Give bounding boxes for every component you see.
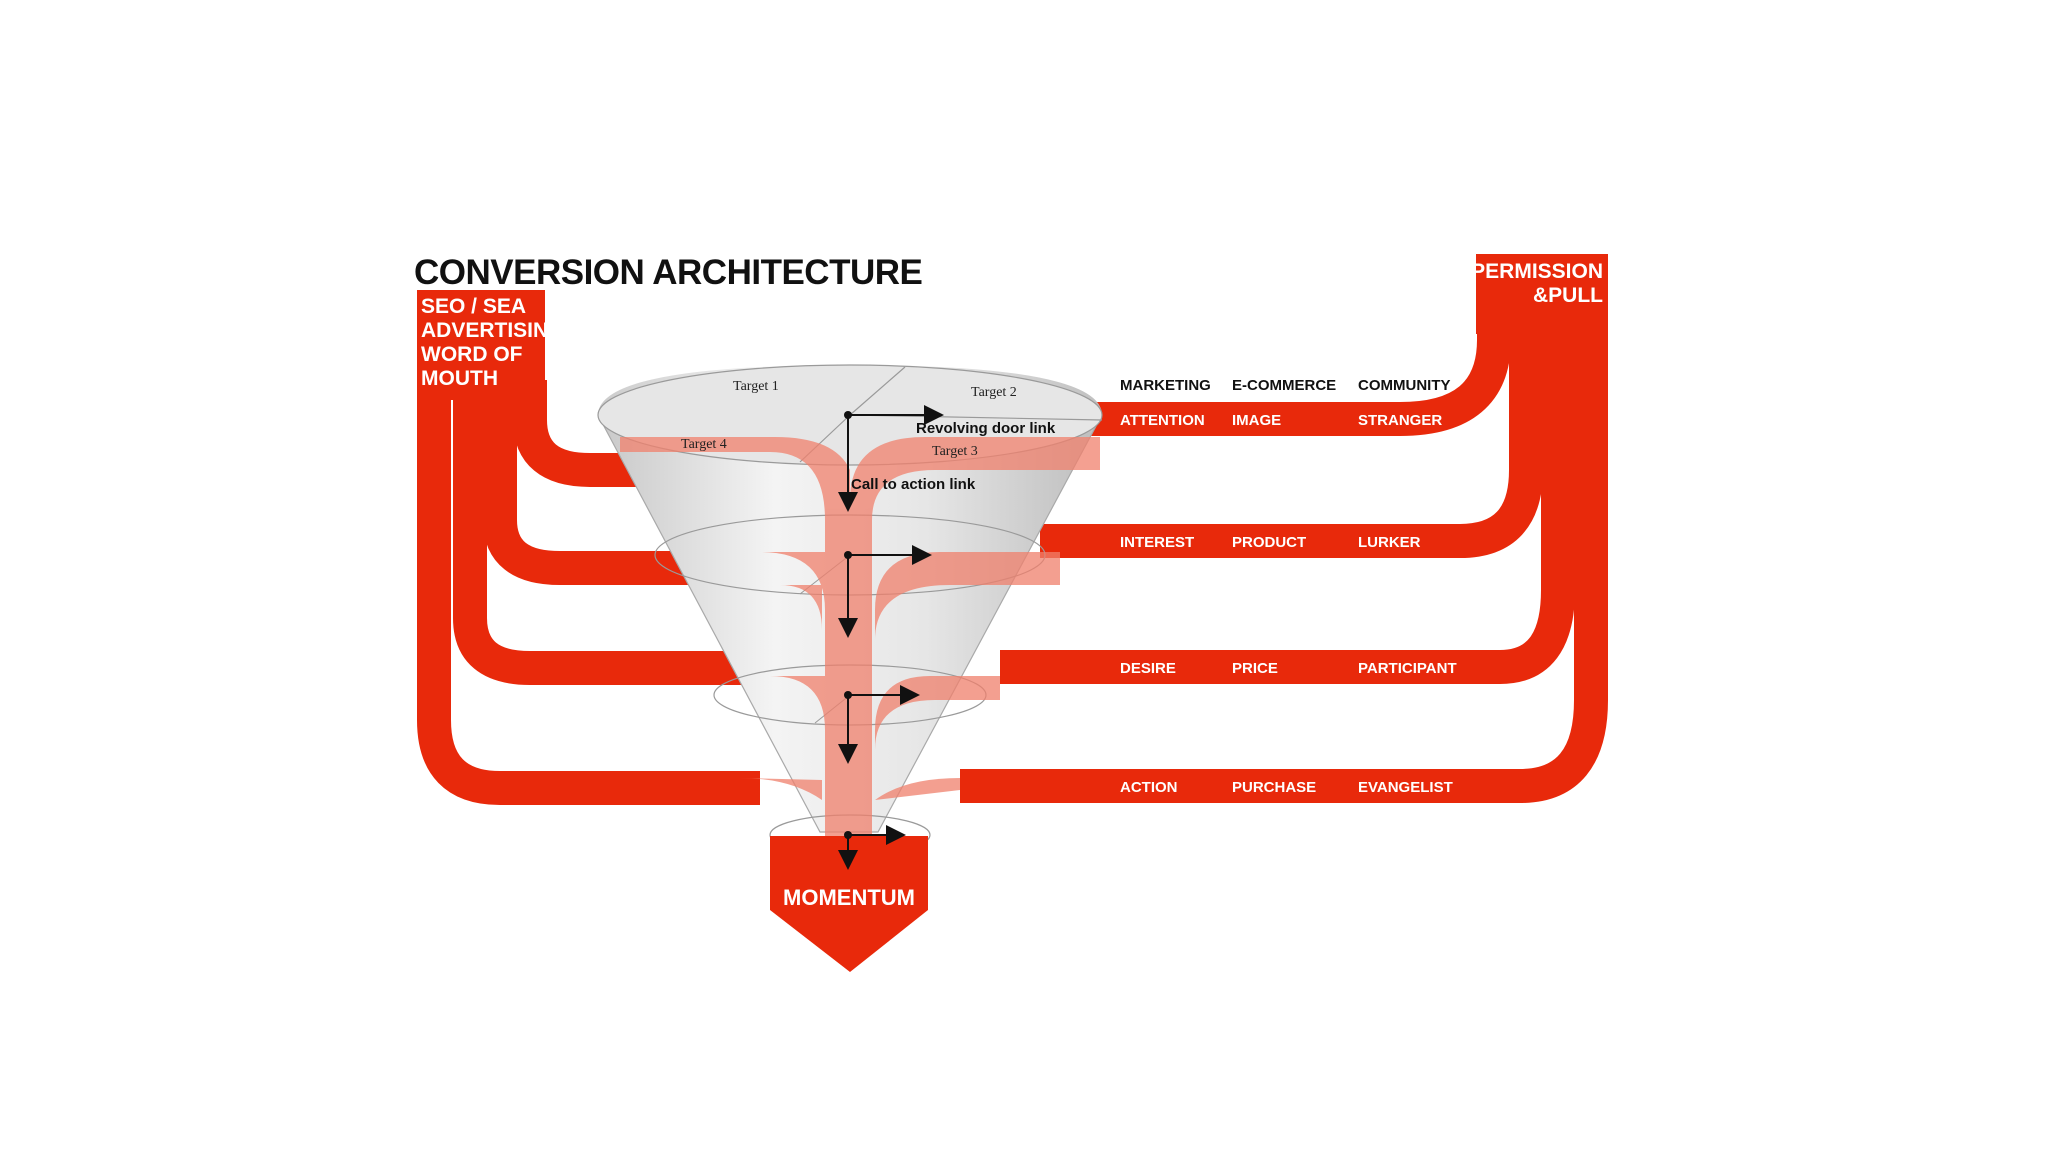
svg-text:MOUTH: MOUTH	[421, 367, 498, 390]
svg-text:SEO / SEA: SEO / SEA	[421, 295, 526, 318]
revolving-door-label: Revolving door link	[916, 420, 1056, 437]
target-1: Target 1	[733, 379, 779, 394]
left-source-label: SEO / SEA ADVERTISING WORD OF MOUTH	[421, 295, 565, 390]
stage-4-community: EVANGELIST	[1358, 779, 1453, 796]
right-source-label: PERMISSION &PULL	[1471, 260, 1603, 307]
left-band-interest	[483, 380, 720, 585]
stage-3-ecommerce: PRICE	[1232, 660, 1278, 677]
svg-text:PERMISSION: PERMISSION	[1471, 260, 1603, 283]
target-4: Target 4	[681, 437, 727, 452]
stage-4-ecommerce: PURCHASE	[1232, 779, 1316, 796]
stage-2-ecommerce: PRODUCT	[1232, 534, 1306, 551]
svg-text:WORD OF: WORD OF	[421, 343, 523, 366]
right-band-desire	[1000, 330, 1575, 684]
column-ecommerce: E-COMMERCE	[1232, 377, 1336, 394]
stage-2-community: LURKER	[1358, 534, 1421, 551]
target-2: Target 2	[971, 385, 1017, 400]
left-band-attention	[513, 380, 820, 487]
svg-text:&PULL: &PULL	[1533, 284, 1603, 307]
left-band-action	[417, 380, 760, 805]
target-3: Target 3	[932, 444, 978, 459]
right-band-action	[960, 330, 1608, 803]
stage-1-community: STRANGER	[1358, 412, 1442, 429]
stage-1-marketing: ATTENTION	[1120, 412, 1205, 429]
stage-3-community: PARTICIPANT	[1358, 660, 1457, 677]
page-title: CONVERSION ARCHITECTURE	[414, 253, 922, 292]
momentum-label: MOMENTUM	[783, 885, 915, 910]
momentum-block	[770, 836, 928, 972]
stage-labels: ATTENTION IMAGE STRANGER INTEREST PRODUC…	[1120, 412, 1457, 796]
stage-1-ecommerce: IMAGE	[1232, 412, 1281, 429]
target-labels: Target 1 Target 2 Target 3 Target 4	[681, 379, 1017, 459]
right-source-block	[1476, 254, 1608, 334]
stage-4-marketing: ACTION	[1120, 779, 1178, 796]
call-to-action-label: Call to action link	[851, 476, 976, 493]
stage-3-marketing: DESIRE	[1120, 660, 1176, 677]
right-band-interest	[1040, 330, 1543, 558]
column-marketing: MARKETING	[1120, 377, 1211, 394]
right-band-attention	[1090, 330, 1511, 436]
column-community: COMMUNITY	[1358, 377, 1451, 394]
svg-text:ADVERTISING: ADVERTISING	[421, 319, 565, 342]
flow-bands	[417, 254, 1608, 805]
link-arrows	[838, 405, 944, 870]
stage-2-marketing: INTEREST	[1120, 534, 1194, 551]
left-band-desire	[453, 380, 760, 685]
column-headers: MARKETING E-COMMERCE COMMUNITY	[1120, 377, 1451, 394]
